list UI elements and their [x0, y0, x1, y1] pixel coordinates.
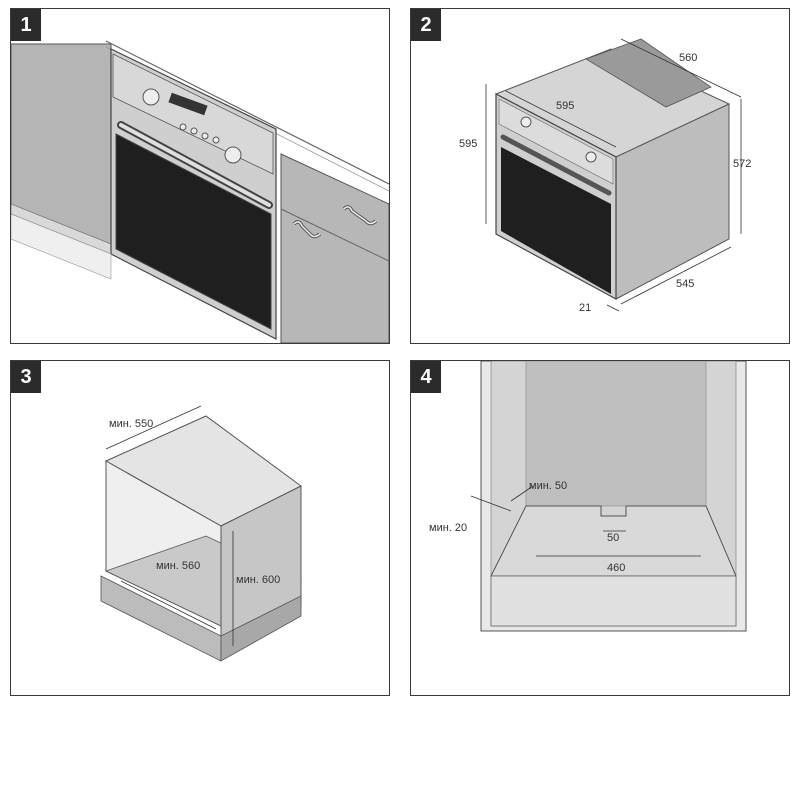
dim-body-depth-label: 545	[676, 278, 694, 290]
right-cabinet	[280, 153, 389, 343]
panel-number: 1	[11, 9, 41, 41]
dim-height-label: 595	[459, 138, 477, 150]
panel-2-oven-dimensions: 2 595 595 560 572 545 21	[410, 8, 790, 344]
panel-1-installation-view: 1	[10, 8, 390, 344]
dim-depth-label: 560	[679, 52, 697, 64]
dim-width-label: мин. 550	[109, 418, 153, 430]
built-in-oven-illustration	[11, 9, 389, 343]
dim-front-label: 21	[579, 302, 591, 314]
dim-depth-label: мин. 560	[156, 560, 200, 572]
panel-3-niche-dimensions: 3 мин. 550 мин. 560 мин. 600	[10, 360, 390, 696]
dim-span-label: 460	[607, 562, 625, 574]
niche-dimension-drawing: мин. 550 мин. 560 мин. 600	[100, 405, 302, 662]
niche-floor	[490, 505, 737, 577]
panel-number: 4	[411, 361, 441, 393]
control-panel	[112, 53, 274, 175]
panel-4-ventilation-dimensions: 4 мин. 50 мин. 20 50 460	[410, 360, 790, 696]
panel-number: 3	[11, 361, 41, 393]
ventilation-dimension-drawing: мин. 50 мин. 20 50 460	[429, 361, 747, 632]
dim-gap-side-label: мин. 50	[529, 480, 567, 492]
dim-gap-front-label: мин. 20	[429, 522, 467, 534]
oven-dimension-drawing: 595 595 560 572 545 21	[459, 38, 751, 314]
dim-width-label: 595	[556, 100, 574, 112]
panel-number: 2	[411, 9, 441, 41]
oven-handle	[500, 134, 612, 196]
dim-notch-label: 50	[607, 532, 619, 544]
oven-glass	[501, 147, 611, 294]
oven-glass	[115, 133, 272, 330]
dim-body-height-label: 572	[733, 158, 751, 170]
dim-height-label: мин. 600	[236, 574, 280, 586]
